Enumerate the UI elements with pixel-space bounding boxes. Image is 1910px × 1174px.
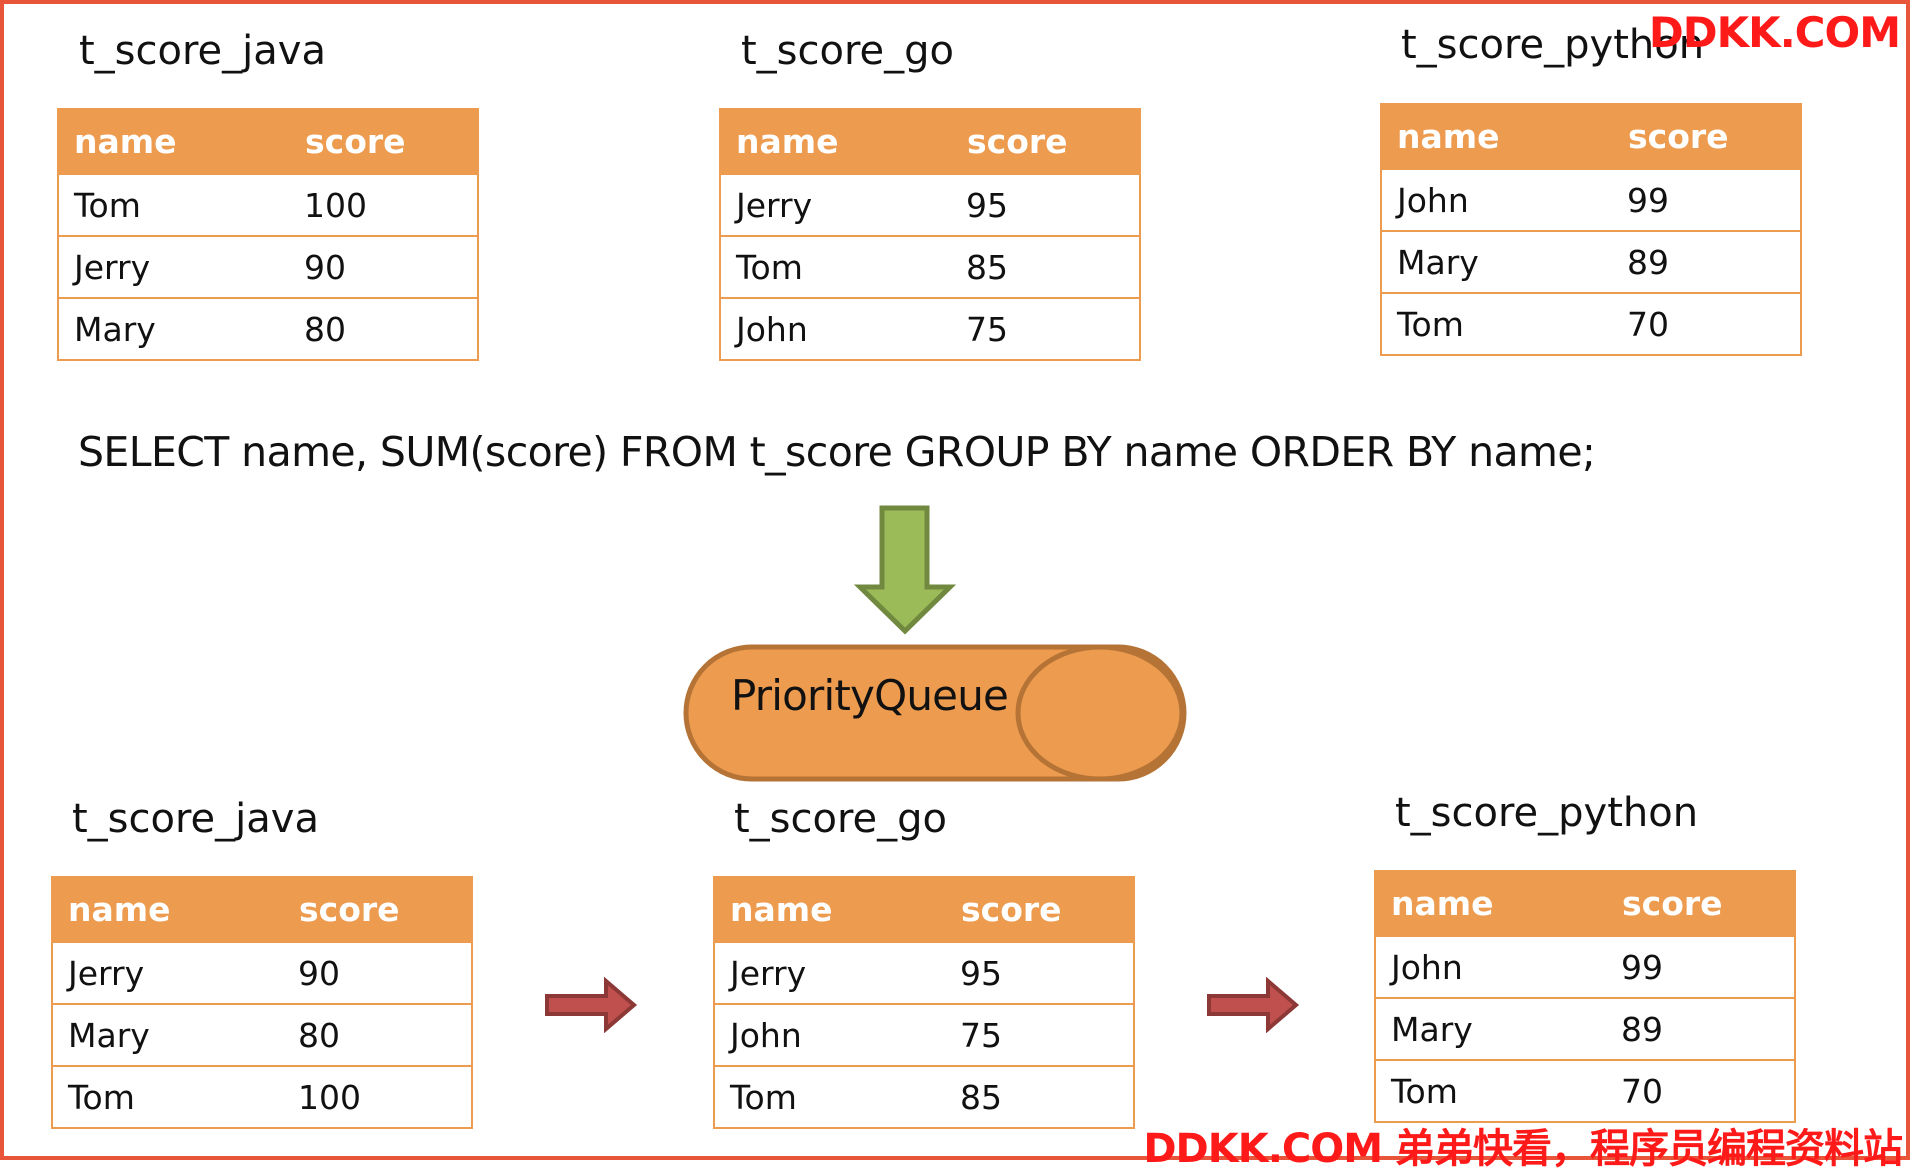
table-header-row: name score (713, 876, 1135, 943)
priority-queue-label: PriorityQueue (731, 671, 1009, 720)
bottom-python-table-title: t_score_python (1395, 790, 1699, 836)
table-row: John 75 (719, 297, 1141, 361)
cell-name: John (713, 1003, 945, 1067)
right-arrow-icon (1207, 977, 1300, 1033)
cell-name: Mary (57, 297, 289, 361)
cell-score: 85 (945, 1065, 1135, 1129)
table-row: Mary 80 (51, 1003, 473, 1067)
table-row: Tom 70 (1374, 1059, 1796, 1123)
top-python-table: name score John 99 Mary 89 Tom 70 (1380, 103, 1802, 356)
table-row: John 75 (713, 1003, 1135, 1067)
table-row: Mary 89 (1380, 230, 1802, 294)
cell-name: Tom (713, 1065, 945, 1129)
cell-name: Tom (1374, 1059, 1606, 1123)
cell-name: John (1380, 168, 1612, 232)
table-header-row: name score (51, 876, 473, 943)
header-score: score (1605, 870, 1796, 937)
table-row: John 99 (1380, 168, 1802, 232)
cell-score: 99 (1606, 935, 1796, 999)
priority-queue-cylinder (683, 644, 1187, 782)
top-python-table-title: t_score_python (1401, 22, 1705, 68)
table-row: John 99 (1374, 935, 1796, 999)
cell-name: Jerry (713, 941, 945, 1005)
cell-name: John (719, 297, 951, 361)
cell-score: 99 (1612, 168, 1802, 232)
cell-score: 89 (1612, 230, 1802, 294)
cell-name: John (1374, 935, 1606, 999)
table-header-row: name score (57, 108, 479, 175)
cell-score: 95 (945, 941, 1135, 1005)
cell-name: Jerry (719, 173, 951, 237)
bottom-go-table-title: t_score_go (734, 796, 948, 842)
queue-end-cap (1015, 644, 1185, 782)
cell-name: Jerry (57, 235, 289, 299)
cell-score: 70 (1612, 292, 1802, 356)
watermark-bottom: DDKK.COM 弟弟快看，程序员编程资料站 (1143, 1126, 1903, 1172)
cell-name: Tom (719, 235, 951, 299)
table-row: Tom 85 (719, 235, 1141, 299)
cell-score: 95 (951, 173, 1141, 237)
header-score: score (288, 108, 479, 175)
table-row: Jerry 90 (57, 235, 479, 299)
cell-score: 70 (1606, 1059, 1796, 1123)
cell-name: Mary (1380, 230, 1612, 294)
bottom-python-table: name score John 99 Mary 89 Tom 70 (1374, 870, 1796, 1123)
table-row: Mary 80 (57, 297, 479, 361)
table-row: Mary 89 (1374, 997, 1796, 1061)
table-row: Jerry 95 (719, 173, 1141, 237)
cell-score: 90 (283, 941, 473, 1005)
table-row: Tom 85 (713, 1065, 1135, 1129)
cell-score: 80 (283, 1003, 473, 1067)
sql-query-text: SELECT name, SUM(score) FROM t_score GRO… (78, 428, 1596, 476)
right-arrow-icon (545, 977, 638, 1033)
cell-score: 75 (951, 297, 1141, 361)
table-header-row: name score (1374, 870, 1796, 937)
table-header-row: name score (719, 108, 1141, 175)
table-row: Jerry 90 (51, 941, 473, 1005)
top-go-table: name score Jerry 95 Tom 85 John 75 (719, 108, 1141, 361)
table-row: Tom 100 (57, 173, 479, 237)
cell-score: 80 (289, 297, 479, 361)
top-java-table: name score Tom 100 Jerry 90 Mary 80 (57, 108, 479, 361)
header-score: score (1611, 103, 1802, 170)
cell-name: Jerry (51, 941, 283, 1005)
cell-name: Mary (51, 1003, 283, 1067)
bottom-java-table-title: t_score_java (72, 796, 319, 842)
cell-name: Tom (1380, 292, 1612, 356)
cell-name: Mary (1374, 997, 1606, 1061)
header-name: name (713, 876, 946, 943)
cell-score: 100 (289, 173, 479, 237)
cell-score: 100 (283, 1065, 473, 1129)
cell-score: 85 (951, 235, 1141, 299)
bottom-go-table: name score Jerry 95 John 75 Tom 85 (713, 876, 1135, 1129)
table-row: Tom 70 (1380, 292, 1802, 356)
header-score: score (282, 876, 473, 943)
top-java-table-title: t_score_java (79, 28, 326, 74)
table-row: Tom 100 (51, 1065, 473, 1129)
header-name: name (1380, 103, 1613, 170)
watermark-top: DDKK.COM (1648, 8, 1901, 57)
header-name: name (57, 108, 290, 175)
down-arrow-shape (854, 505, 957, 635)
header-name: name (719, 108, 952, 175)
right-arrow-shape (545, 977, 638, 1033)
cell-score: 75 (945, 1003, 1135, 1067)
header-score: score (950, 108, 1141, 175)
header-score: score (944, 876, 1135, 943)
cell-name: Tom (51, 1065, 283, 1129)
header-name: name (51, 876, 284, 943)
table-row: Jerry 95 (713, 941, 1135, 1005)
cell-score: 89 (1606, 997, 1796, 1061)
cell-name: Tom (57, 173, 289, 237)
down-arrow-icon (854, 505, 957, 635)
top-go-table-title: t_score_go (741, 28, 955, 74)
right-arrow-shape (1207, 977, 1300, 1033)
bottom-java-table: name score Jerry 90 Mary 80 Tom 100 (51, 876, 473, 1129)
table-header-row: name score (1380, 103, 1802, 170)
cell-score: 90 (289, 235, 479, 299)
header-name: name (1374, 870, 1607, 937)
